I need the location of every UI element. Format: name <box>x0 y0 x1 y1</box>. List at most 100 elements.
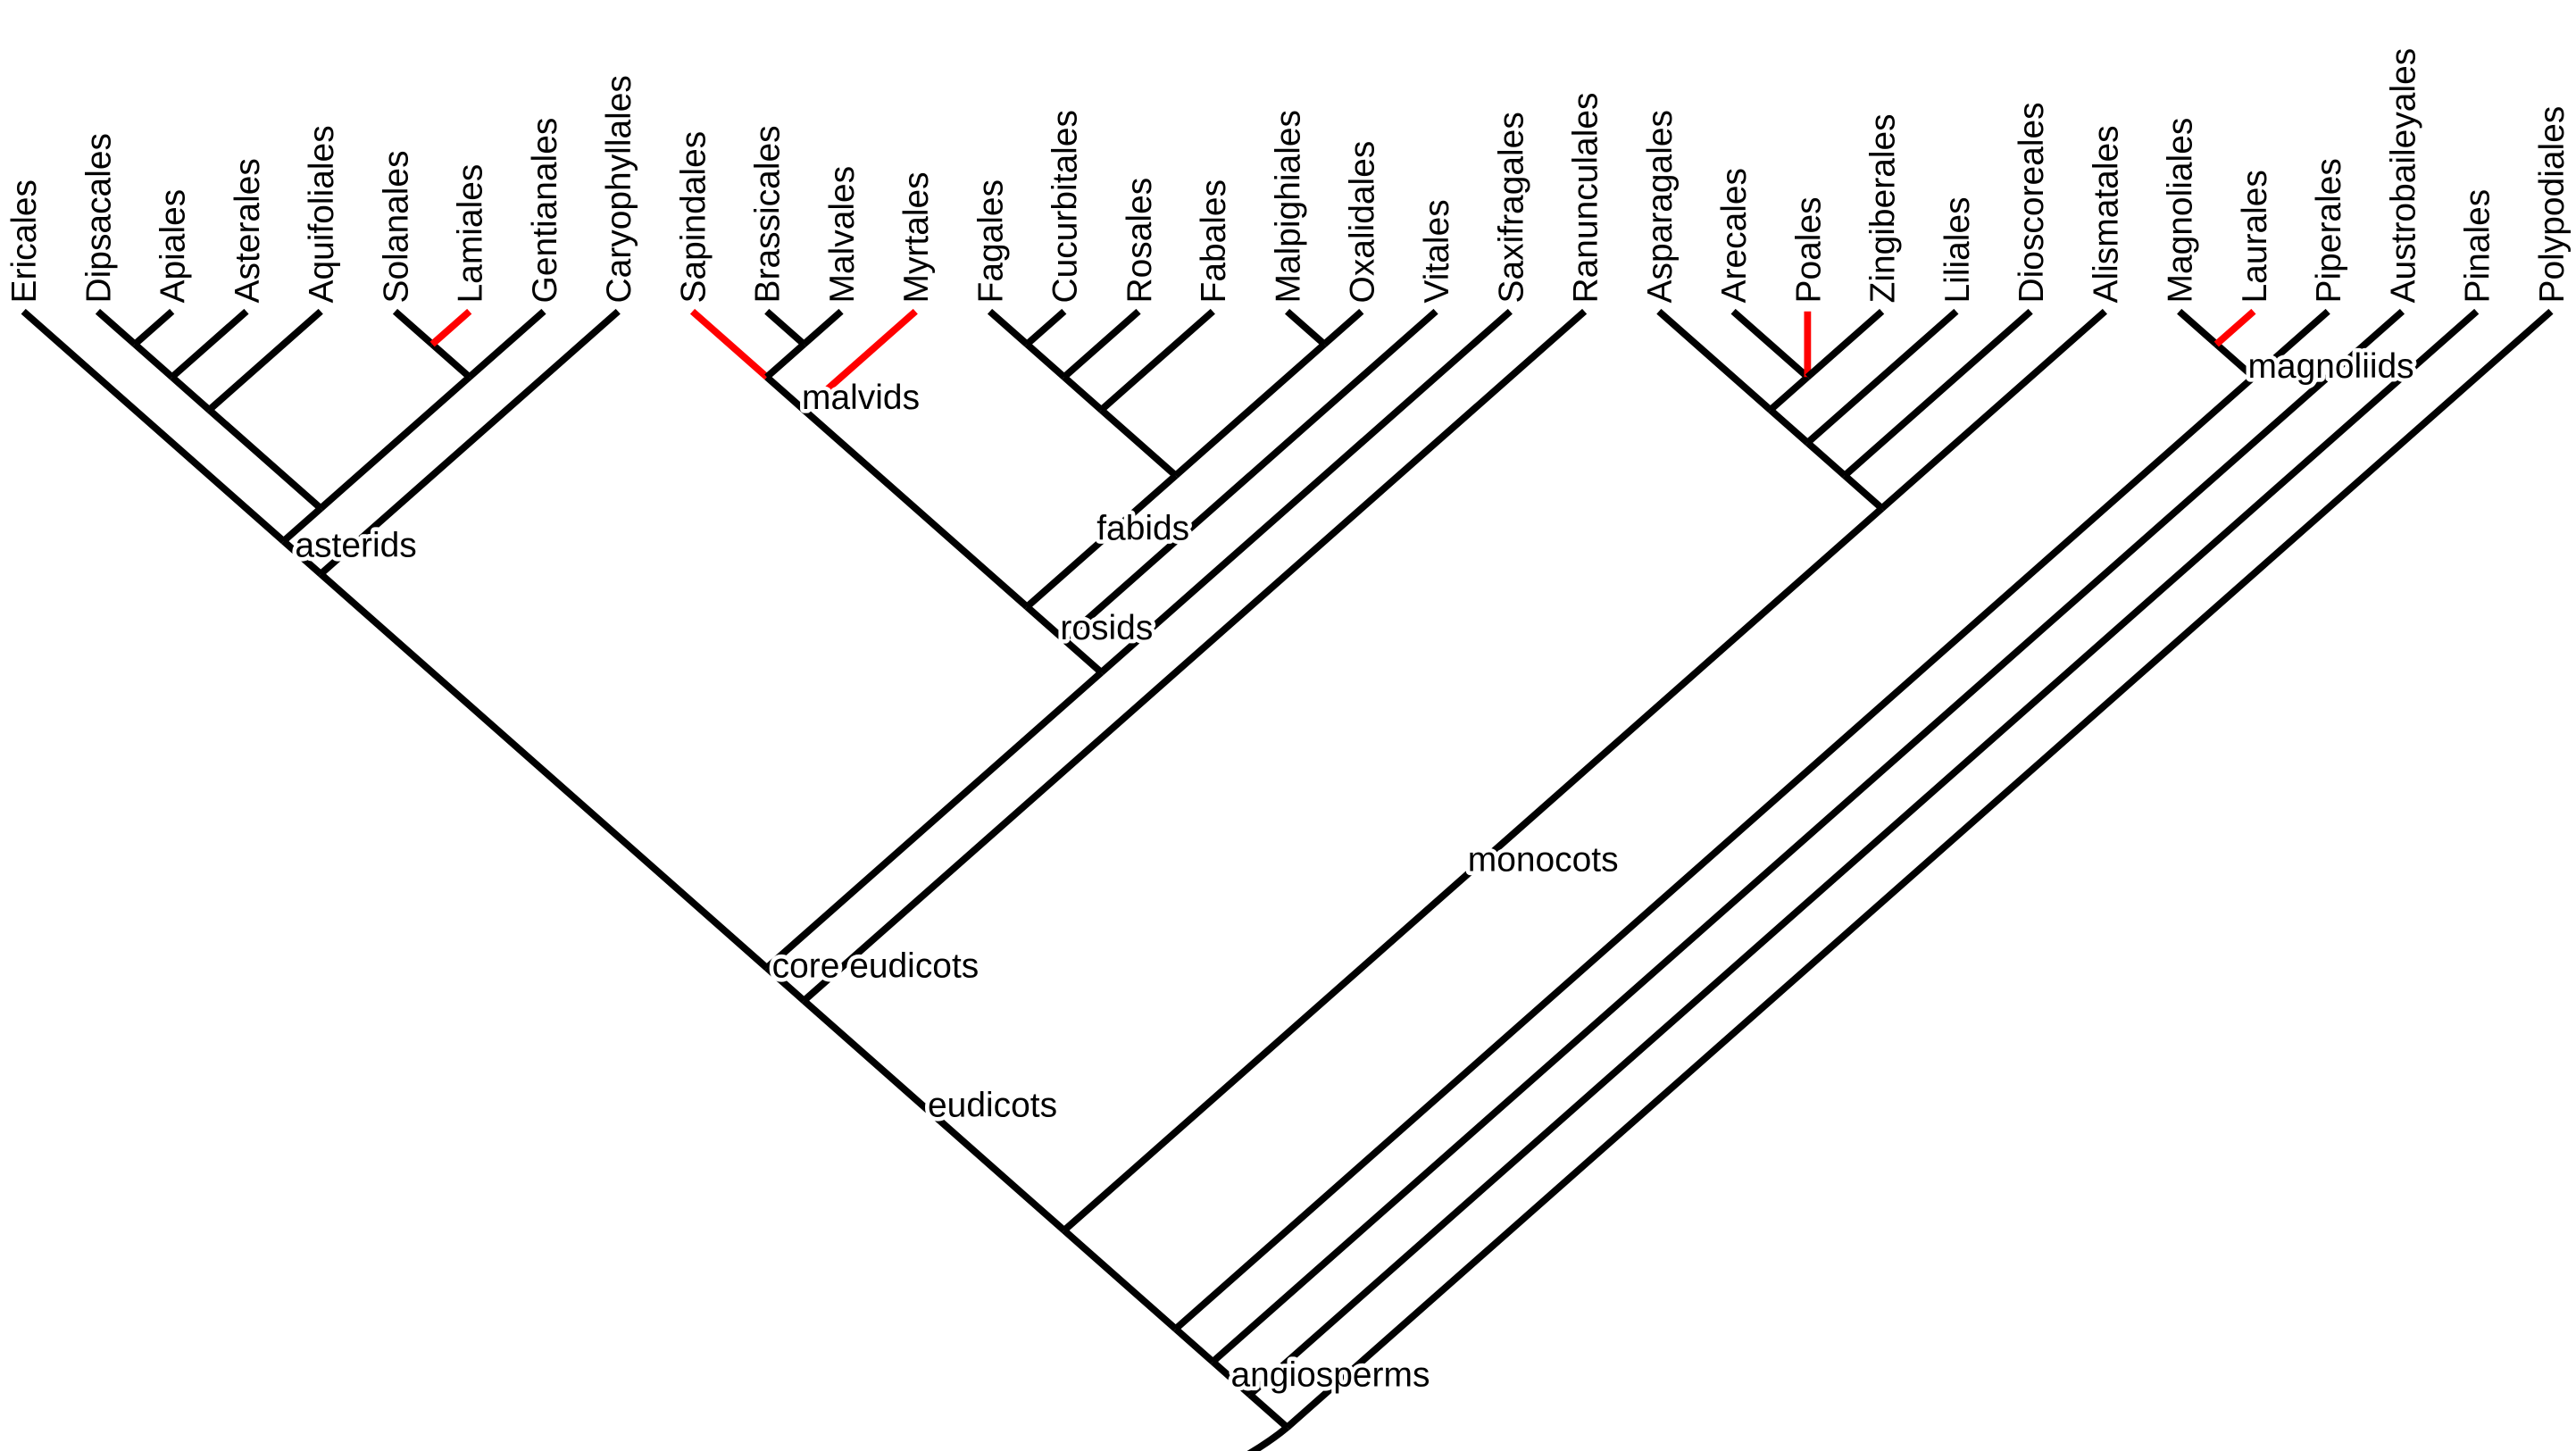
internal-branch <box>764 374 806 413</box>
branch-zingiberales <box>1805 308 1885 380</box>
leaf-label-liliales: Liliales <box>1938 196 1977 303</box>
branch-aquifoliales <box>206 308 323 413</box>
internal-branch <box>1098 407 1179 479</box>
internal-branch <box>132 341 175 380</box>
branch-rosales <box>1062 308 1141 380</box>
leaf-label-piperales: Piperales <box>2310 158 2348 303</box>
branch-malvids <box>801 407 1030 610</box>
branch-polypodiales <box>1284 308 2554 1430</box>
leaf-label-dioscoreales: Dioscoreales <box>2013 102 2051 303</box>
clade-label-malvids: malvids <box>802 379 920 417</box>
branch-caryophyllales <box>318 308 621 577</box>
leaf-label-cucurbitales: Cucurbitales <box>1046 110 1085 303</box>
branch-solanales <box>392 308 435 347</box>
internal-branch <box>1024 341 1067 380</box>
branch-asterales <box>170 308 249 380</box>
branch-austrobaileyales <box>1210 308 2405 1364</box>
leaf-label-alismatales: Alismatales <box>2087 125 2125 303</box>
clade-label-eudicots: eudicots <box>928 1086 1057 1124</box>
leaf-label-sapindales: Sapindales <box>674 131 713 304</box>
branch-gentianales <box>467 308 546 380</box>
leaf-label-magnoliales: Magnoliales <box>2162 118 2200 304</box>
branch-asparagales <box>1656 308 1773 413</box>
leaf-label-asterales: Asterales <box>229 158 267 303</box>
internal-branch <box>1173 341 1327 479</box>
branch-eudicots <box>801 997 1067 1233</box>
internal-branch <box>1247 1391 1290 1430</box>
internal-branch <box>170 374 212 413</box>
branch-liliales <box>1805 308 1959 446</box>
leaf-label-dipsacales: Dipsacales <box>79 133 118 303</box>
leaf-label-asparagales: Asparagales <box>1641 110 1680 303</box>
branch-sapindales <box>689 308 770 380</box>
leaf-label-laurales: Laurales <box>2236 170 2274 303</box>
leaf-label-austrobaileyales: Austrobaileyales <box>2384 48 2422 304</box>
branch-lamiales <box>429 308 472 347</box>
leaf-label-ranunculales: Ranunculales <box>1567 93 1605 304</box>
branch-oxalidales <box>1321 308 1364 347</box>
clade-label-rosids: rosids <box>1060 609 1153 647</box>
branch-pinales <box>1247 308 2480 1397</box>
branch-cucurbitales <box>1024 308 1067 347</box>
internal-branch <box>1805 439 1847 479</box>
leaf-label-apiales: Apiales <box>154 189 193 304</box>
branch-brassicales <box>764 308 806 347</box>
branch-malvales <box>801 308 844 347</box>
leaf-label-ericales: Ericales <box>5 179 44 304</box>
branch-malpighiales <box>1284 308 1327 347</box>
internal-branch <box>1062 374 1105 413</box>
branch-myrtales <box>801 308 918 413</box>
branch-magnoliids <box>1173 374 2256 1332</box>
branch-piperales <box>2251 308 2330 380</box>
branch-asterids <box>281 538 323 577</box>
internal-branch <box>206 407 323 512</box>
internal-branch <box>318 374 472 512</box>
internal-branch <box>764 341 806 380</box>
leaf-label-pinales: Pinales <box>2459 189 2497 304</box>
branch-ericales <box>21 308 287 544</box>
leaf-label-zingiberales: Zingiberales <box>1864 113 1903 303</box>
branch-alismatales <box>1880 308 2107 512</box>
internal-branch <box>281 505 323 544</box>
branch-ranunculales <box>801 308 1588 1004</box>
leaf-label-solanales: Solanales <box>377 150 415 303</box>
branch-laurales <box>2213 308 2256 347</box>
branch-fabids <box>1024 472 1179 610</box>
internal-branch <box>764 670 1105 971</box>
leaf-label-malvales: Malvales <box>823 166 862 304</box>
tree-edges <box>21 308 2554 1451</box>
clade-label-angiosperms: angiosperms <box>1231 1356 1430 1395</box>
root-branch <box>1246 1424 1290 1451</box>
clade-label-magnoliids: magnoliids <box>2247 347 2413 386</box>
clade-label-fabids: fabids <box>1096 510 1189 548</box>
internal-branch <box>1768 374 1810 413</box>
leaf-label-arecales: Arecales <box>1715 168 1754 304</box>
branch-magnoliales <box>2177 308 2219 347</box>
leaf-label-gentianales: Gentianales <box>526 118 564 304</box>
branch-arecales <box>1730 308 1810 380</box>
clade-label-monocots: monocots <box>1468 841 1619 880</box>
internal-branch <box>1173 1326 1215 1364</box>
internal-branch <box>2213 341 2256 380</box>
internal-branch <box>318 571 770 971</box>
leaf-label-vitales: Vitales <box>1418 199 1456 303</box>
clade-label-asterids: asterids <box>295 526 416 564</box>
branch-dioscoreales <box>1842 308 2033 479</box>
internal-branch <box>1768 407 1810 446</box>
leaf-label-saxifragales: Saxifragales <box>1492 112 1530 303</box>
branch-rosids <box>1024 604 1067 643</box>
branch-monocots <box>1062 505 1885 1233</box>
internal-branch <box>429 341 472 380</box>
leaf-label-rosales: Rosales <box>1121 178 1159 304</box>
branch-vitales <box>1062 308 1438 643</box>
leaf-label-malpighiales: Malpighiales <box>1269 110 1307 303</box>
branch-fagales <box>987 308 1030 347</box>
leaf-label-oxalidales: Oxalidales <box>1344 141 1382 304</box>
branch-core-eudicots <box>764 964 806 1004</box>
leaf-label-caryophyllales: Caryophyllales <box>600 75 638 303</box>
leaf-label-fagales: Fagales <box>971 179 1010 304</box>
leaf-label-lamiales: Lamiales <box>452 164 490 304</box>
branch-dipsacales <box>95 308 138 347</box>
